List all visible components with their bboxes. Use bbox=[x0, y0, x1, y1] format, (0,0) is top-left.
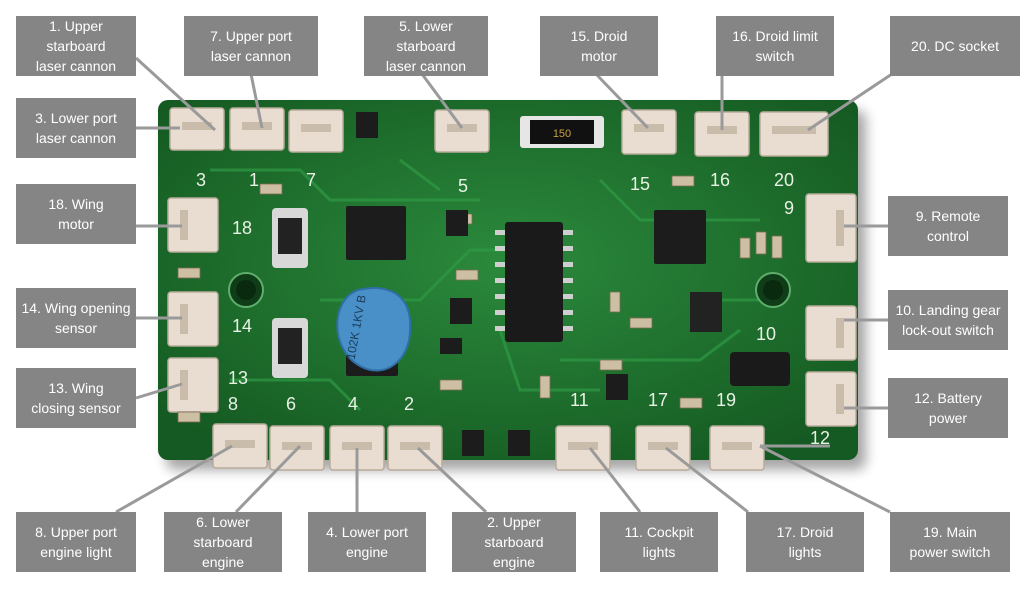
silk-20: 20 bbox=[774, 170, 794, 190]
leader-8 bbox=[115, 444, 233, 514]
silk-4: 4 bbox=[348, 394, 358, 414]
leader-5 bbox=[420, 73, 464, 129]
label-9-remote-control: 9. Remote control bbox=[888, 196, 1008, 256]
driver-ic-left bbox=[346, 206, 406, 260]
connector-12 bbox=[805, 371, 857, 427]
silk-8: 8 bbox=[228, 394, 238, 414]
label-13-wing-closing-sensor: 13. Wing closing sensor bbox=[16, 368, 136, 428]
label-18-wing-motor: 18. Wing motor bbox=[16, 184, 136, 244]
silk-16: 16 bbox=[710, 170, 730, 190]
silk-18: 18 bbox=[232, 218, 252, 238]
leader-15 bbox=[594, 72, 650, 130]
label-6-lower-starboard-engine: 6. Lower starboard engine bbox=[164, 512, 282, 572]
label-5-lower-starboard-laser-cannon: 5. Lower starboard laser cannon bbox=[364, 16, 488, 76]
leader-7 bbox=[249, 73, 264, 129]
silk-19: 19 bbox=[716, 390, 736, 410]
label-17-droid-lights: 17. Droid lights bbox=[746, 512, 864, 572]
smd-components bbox=[177, 175, 783, 423]
silk-9: 9 bbox=[784, 198, 794, 218]
label-4-lower-port-engine: 4. Lower port engine bbox=[308, 512, 426, 572]
fuse-text: 150 bbox=[553, 128, 571, 140]
leader-19 bbox=[759, 444, 891, 514]
label-1-upper-starboard-laser-cannon: 1. Upper starboard laser cannon bbox=[16, 16, 136, 76]
label-14-wing-opening-sensor: 14. Wing opening sensor bbox=[16, 288, 136, 348]
label-15-droid-motor: 15. Droid motor bbox=[540, 16, 658, 76]
label-16-droid-limit-switch: 16. Droid limit switch bbox=[716, 16, 834, 76]
label-7-upper-port-laser-cannon: 7. Upper port laser cannon bbox=[184, 16, 318, 76]
label-2-upper-starboard-engine: 2. Upper starboard engine bbox=[452, 512, 576, 572]
silk-14: 14 bbox=[232, 316, 252, 336]
silk-17: 17 bbox=[648, 390, 668, 410]
leader-2 bbox=[416, 446, 488, 514]
leader-lines bbox=[115, 56, 893, 514]
label-12-battery-power: 12. Battery power bbox=[888, 378, 1008, 438]
label-10-landing-gear-lock-out-switch: 10. Landing gear lock-out switch bbox=[888, 290, 1008, 350]
leader-13 bbox=[135, 382, 183, 400]
silk-13: 13 bbox=[228, 368, 248, 388]
silk-10: 10 bbox=[756, 324, 776, 344]
silk-11: 11 bbox=[570, 390, 589, 410]
smd-transistors bbox=[356, 112, 628, 456]
silk-12: 12 bbox=[810, 428, 830, 448]
transistor-right bbox=[690, 292, 722, 332]
silk-5: 5 bbox=[458, 176, 468, 196]
silk-2: 2 bbox=[404, 394, 414, 414]
connector-9 bbox=[805, 193, 857, 263]
silkscreen-numbers: 3 1 7 5 15 16 20 9 18 14 13 8 6 4 2 11 1… bbox=[196, 170, 830, 448]
power-switch-jumper bbox=[730, 352, 790, 386]
label-19-main-power-switch: 19. Main power switch bbox=[890, 512, 1010, 572]
leader-20 bbox=[807, 72, 893, 132]
leader-17 bbox=[665, 446, 749, 514]
label-20-dc-socket: 20. DC socket bbox=[890, 16, 1020, 76]
mounting-holes bbox=[228, 272, 791, 308]
connector-10 bbox=[805, 305, 857, 361]
leader-6 bbox=[234, 444, 302, 514]
label-8-upper-port-engine-light: 8. Upper port engine light bbox=[16, 512, 136, 572]
leader-1 bbox=[134, 56, 217, 132]
silk-6: 6 bbox=[286, 394, 296, 414]
silk-7: 7 bbox=[306, 170, 316, 190]
leader-11 bbox=[588, 447, 642, 513]
main-ic bbox=[505, 222, 563, 342]
label-3-lower-port-laser-cannon: 3. Lower port laser cannon bbox=[16, 98, 136, 158]
silk-1: 1 bbox=[249, 170, 259, 190]
silk-15: 15 bbox=[630, 174, 650, 194]
label-11-cockpit-lights: 11. Cockpit lights bbox=[600, 512, 718, 572]
capacitor bbox=[336, 287, 412, 372]
silk-3: 3 bbox=[196, 170, 206, 190]
driver-ic-right bbox=[654, 210, 706, 264]
